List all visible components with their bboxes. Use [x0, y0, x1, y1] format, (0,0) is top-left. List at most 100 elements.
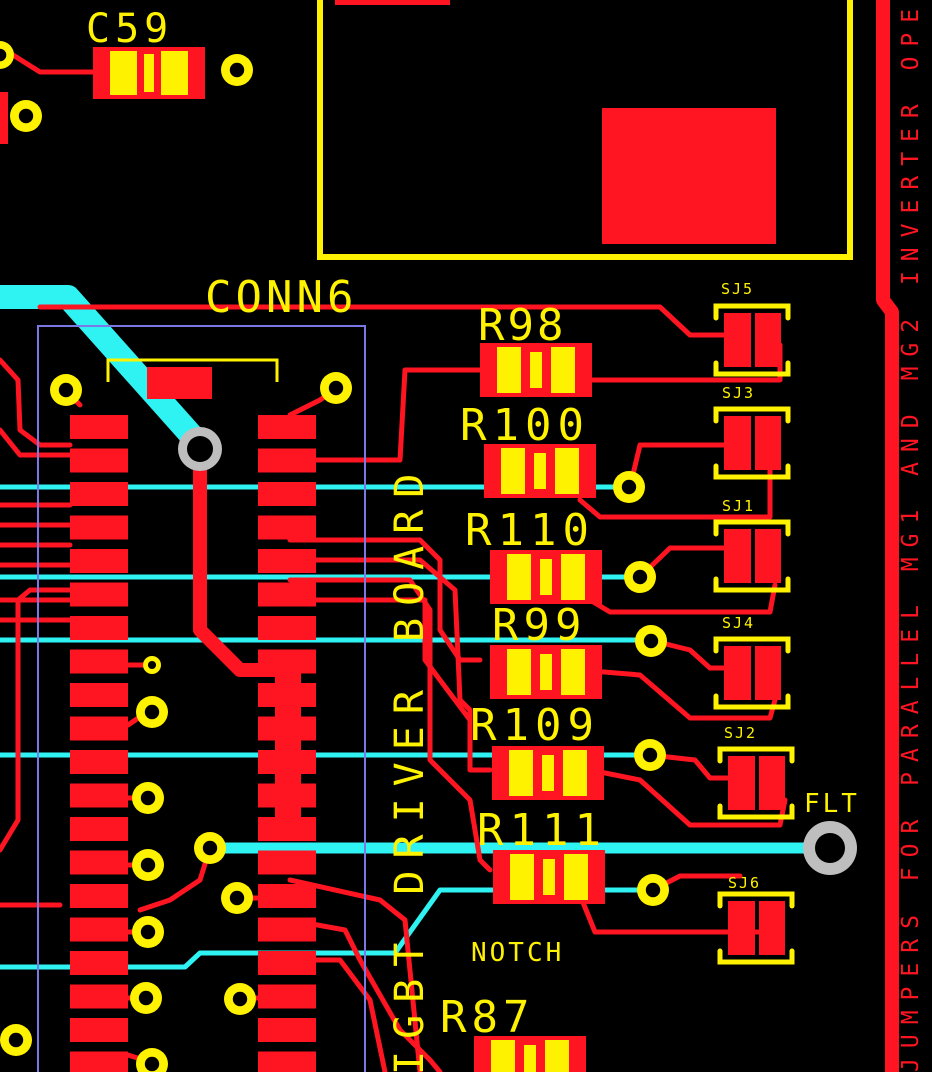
resistor-r109[interactable]: R109: [470, 700, 604, 800]
sj6-silk-brackets: [717, 891, 795, 965]
capacitor-c59[interactable]: C59: [86, 6, 205, 99]
c59-gap: [144, 54, 154, 92]
solder-jumper-sj4[interactable]: SJ4: [713, 614, 791, 710]
r87-label: R87: [440, 992, 534, 1043]
conn6-left-pin-column: [70, 415, 128, 1072]
via: [132, 782, 164, 814]
conn6-right-pin-column: [258, 415, 316, 1072]
via-drill: [144, 1056, 160, 1072]
conn6-pad-left-15: [70, 884, 128, 908]
sj3-silk-brackets: [713, 406, 791, 480]
sj4-silk-brackets: [713, 636, 791, 710]
r99-label: R99: [492, 600, 586, 651]
solder-jumper-sj6[interactable]: SJ6: [717, 874, 795, 965]
test-point-conn-power[interactable]: [178, 427, 222, 471]
trace-sj3-b: [577, 467, 773, 520]
conn6-pad-left-14: [70, 850, 128, 875]
via: [130, 982, 162, 1014]
sj4-pad-a: [724, 646, 751, 700]
daughter-board-outline: [37, 325, 366, 1072]
sj3-label: SJ3: [722, 384, 755, 402]
conn6-pad-right-16: [258, 917, 316, 942]
sj1-label: SJ1: [722, 497, 755, 515]
via: [221, 54, 253, 86]
sj6-pad-a: [728, 901, 755, 955]
via: [132, 849, 164, 881]
conn6-pad-left-5: [70, 549, 128, 573]
conn6-pad-left-16: [70, 917, 128, 942]
conn6-pad-left-18: [70, 984, 128, 1009]
conn6-pad-left-1: [70, 415, 128, 439]
via: [132, 916, 164, 948]
resistor-r87[interactable]: R87: [440, 992, 586, 1072]
conn6-silk-bracket: [106, 358, 279, 382]
r87-gap: [524, 1045, 536, 1072]
via: [224, 983, 256, 1015]
via: [50, 374, 82, 406]
via-drill: [621, 479, 637, 495]
via-drill: [58, 382, 74, 398]
via-drill: [328, 380, 344, 396]
component-thermal-pad: [602, 108, 776, 244]
conn6-pad-right-18: [258, 984, 316, 1009]
resistor-r111[interactable]: R111: [477, 805, 607, 904]
sj5-label: SJ5: [721, 280, 754, 298]
solder-jumper-sj2[interactable]: SJ2: [717, 724, 795, 820]
via-drill: [147, 660, 157, 670]
via: [613, 471, 645, 503]
resistor-r110[interactable]: R110: [465, 505, 602, 604]
via-drill: [140, 857, 156, 873]
test-point-flt[interactable]: FLT: [803, 789, 860, 875]
sj1-pad-b: [755, 529, 781, 583]
trace-right-rail: [876, 0, 899, 1072]
sj2-label: SJ2: [724, 724, 757, 742]
via: [221, 882, 253, 914]
trace-r98-in: [287, 367, 503, 463]
conn6-pad-right-6: [258, 582, 316, 607]
resistor-r100[interactable]: R100: [460, 400, 596, 498]
conn6-pad-left-20: [70, 1051, 128, 1072]
sj6-pad-b: [759, 901, 785, 955]
sj4-label: SJ4: [722, 614, 755, 632]
solder-jumper-sj1[interactable]: SJ1: [713, 497, 791, 593]
conn6-pad-left-11: [70, 750, 128, 774]
sj6-label: SJ6: [728, 874, 761, 892]
via: [624, 561, 656, 593]
via: [136, 696, 168, 728]
component-pad-top: [335, 0, 450, 5]
component-silk-box: [317, 0, 853, 260]
conn6-pad-right-19: [258, 1018, 316, 1042]
conn6-pad-left-17: [70, 951, 128, 975]
conn6-pad-left-13: [70, 817, 128, 841]
resistor-r98[interactable]: R98: [478, 300, 592, 397]
conn6-pad-left-2: [70, 448, 128, 473]
via: [635, 625, 667, 657]
via-drill: [140, 790, 156, 806]
test-point-hole: [187, 436, 213, 462]
sj5-silk-brackets: [713, 303, 791, 377]
solder-jumper-sj5[interactable]: SJ5: [713, 280, 791, 377]
conn6-pad-left-3: [70, 482, 128, 506]
r98-gap: [530, 352, 542, 388]
solder-jumper-sj3[interactable]: SJ3: [713, 384, 791, 480]
conn6-pad-right-2: [258, 448, 316, 473]
sj2-pad-a: [728, 756, 755, 810]
notch-label: NOTCH: [471, 938, 564, 968]
trace-sj2-a: [647, 752, 743, 781]
via-drill: [232, 991, 248, 1007]
conn6-pad-left-10: [70, 716, 128, 741]
r110-gap: [540, 559, 552, 595]
trace-r109-in: [287, 557, 493, 773]
resistor-r99[interactable]: R99: [490, 600, 602, 699]
via-drill: [645, 882, 661, 898]
r100-label: R100: [460, 400, 590, 451]
connector-conn6[interactable]: CONN6: [70, 272, 357, 1072]
sj5-pad-a: [724, 313, 751, 367]
via-drill: [643, 633, 659, 649]
via: [136, 1048, 168, 1072]
conn6-pad-right-15: [258, 884, 316, 908]
component-outline-top: [317, 0, 853, 260]
conn6-pad-left-7: [70, 616, 128, 640]
via-drill: [229, 890, 245, 906]
